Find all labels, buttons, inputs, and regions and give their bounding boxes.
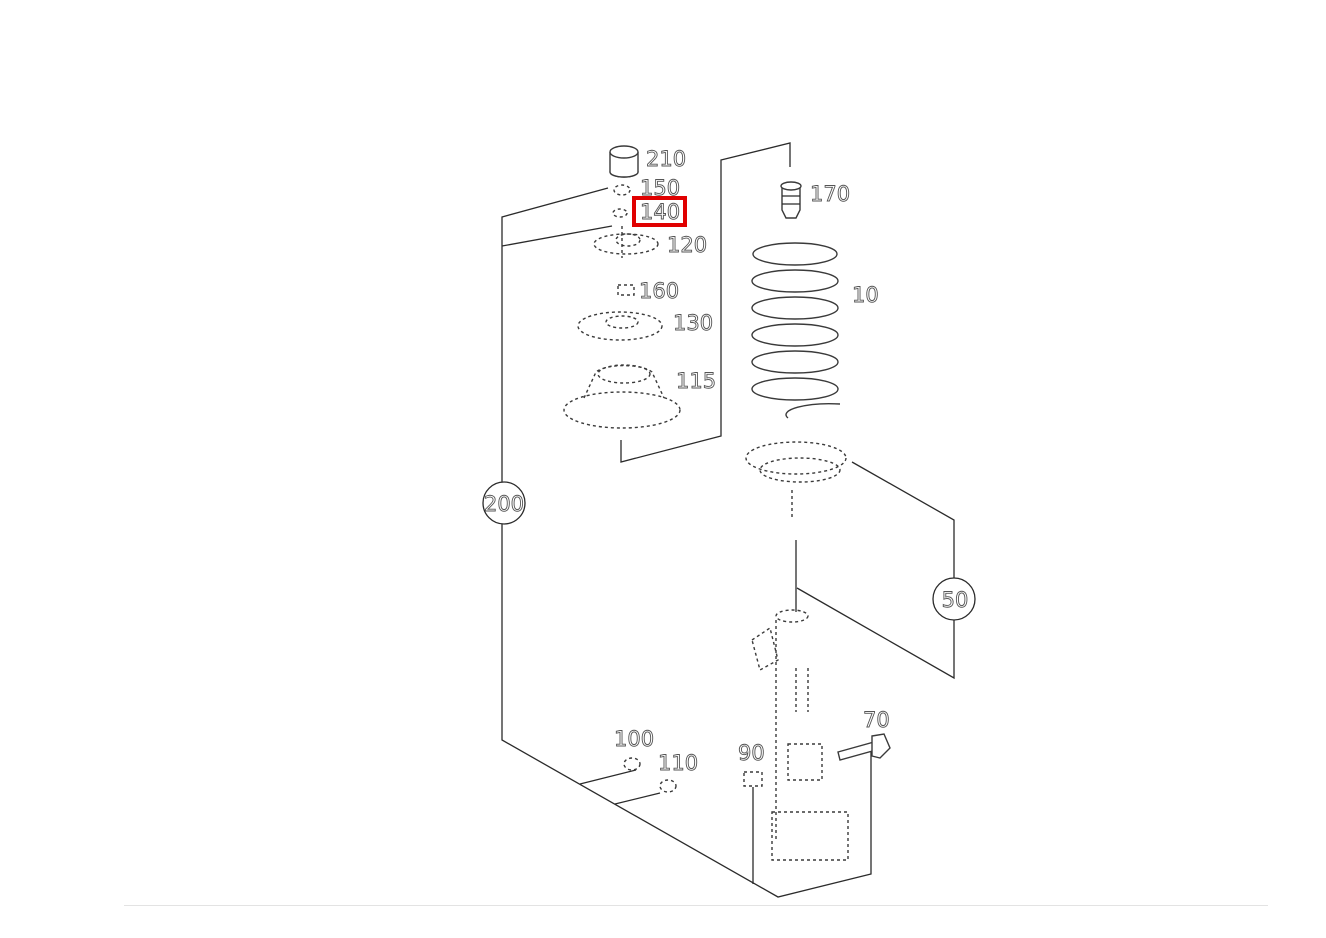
part-110-nut[interactable] [659,779,677,793]
group-callout-200[interactable]: 200 [482,481,526,525]
part-160-nut[interactable] [617,284,635,296]
group-label-50: 50 [942,588,969,612]
part-spring-seat[interactable] [745,441,847,483]
part-labels: 210 150 140 120 160 130 115 170 10 100 1… [614,147,891,776]
part-130-plate[interactable] [577,311,663,341]
part-90-nut[interactable] [743,771,763,787]
label-130[interactable]: 130 [673,311,714,336]
part-150-nut[interactable] [613,184,631,196]
label-70[interactable]: 70 [863,708,891,733]
group-label-200: 200 [484,492,524,516]
leader-100 [579,769,637,785]
frame-50 [796,461,955,680]
part-100-bolt[interactable] [623,757,641,771]
label-210[interactable]: 210 [646,147,687,172]
part-70-bolt[interactable] [837,733,891,761]
label-160[interactable]: 160 [639,279,680,304]
leader-110 [614,792,661,805]
part-140-washer[interactable] [612,208,628,218]
selected-part-highlight [632,196,687,227]
assembly-frame-lines [501,142,955,898]
frame-200-outer [501,187,872,898]
label-110[interactable]: 110 [658,751,699,776]
group-callout-50[interactable]: 50 [932,577,976,621]
frame-upper-group [620,142,791,463]
label-170[interactable]: 170 [810,182,851,207]
part-10-coil-spring[interactable] [751,242,841,419]
label-10[interactable]: 10 [852,283,880,308]
part-210-cap[interactable] [609,145,639,178]
part-115-strut-mount[interactable] [563,364,681,429]
part-120-mount[interactable] [593,226,659,258]
label-90[interactable]: 90 [738,741,766,766]
label-140[interactable]: 140 [640,200,681,225]
label-120[interactable]: 120 [667,233,708,258]
label-100[interactable]: 100 [614,727,655,752]
part-shock-absorber[interactable] [751,490,849,861]
label-115[interactable]: 115 [676,369,717,394]
part-170-bump-stop[interactable] [780,181,802,219]
bottom-divider [124,905,1268,906]
frame-200-inner-top [501,225,613,247]
